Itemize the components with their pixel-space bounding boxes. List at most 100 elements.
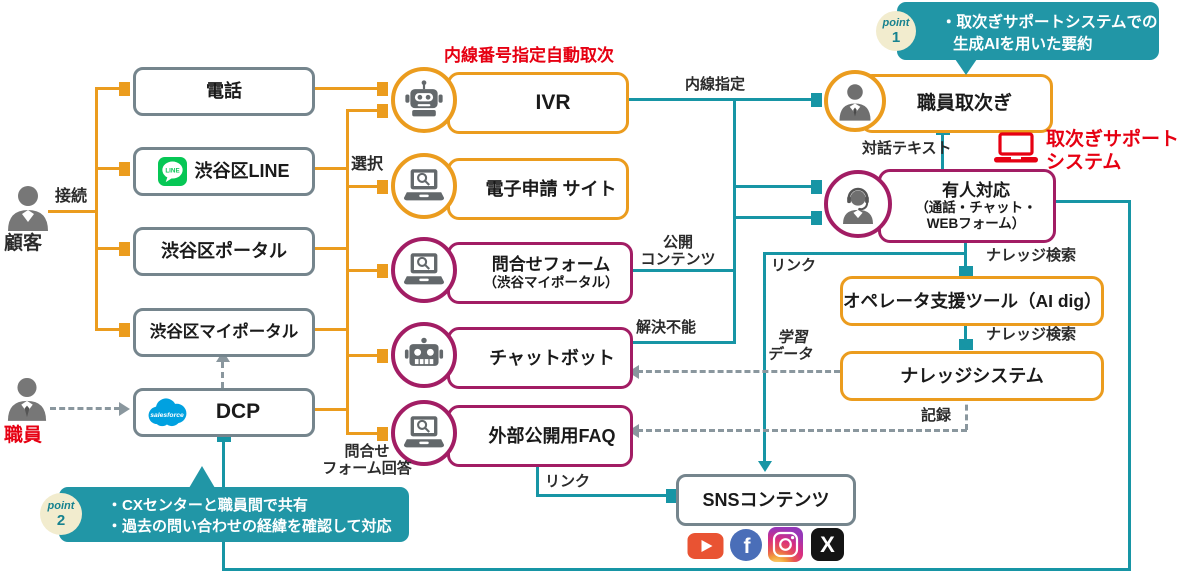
connector bbox=[95, 87, 98, 330]
point1-line2: 生成AIを用いた要約 bbox=[953, 36, 1093, 53]
arrowhead bbox=[811, 210, 822, 225]
chatbot-robot-icon bbox=[404, 337, 444, 366]
inquiry-form-reply-label: 問合せ フォーム回答 bbox=[322, 443, 412, 478]
node-manned-label1: 有人対応 bbox=[942, 180, 1010, 200]
node-operator-tool: オペレータ支援ツール（AI dig） bbox=[840, 276, 1104, 326]
extension-label: 内線指定 bbox=[685, 76, 746, 93]
arrowhead bbox=[811, 179, 822, 194]
connector bbox=[346, 109, 379, 112]
connector-public-contents bbox=[627, 269, 733, 272]
staff-transfer-circle bbox=[824, 70, 886, 132]
connector bbox=[733, 98, 736, 344]
svg-text:f: f bbox=[744, 535, 752, 558]
record-label: 記録 bbox=[921, 407, 952, 424]
arrowhead bbox=[377, 263, 388, 278]
laptop-search-icon bbox=[403, 169, 445, 201]
arrowhead bbox=[377, 179, 388, 194]
node-manned-support: 有人対応 （通話・チャット・ WEBフォーム） bbox=[878, 169, 1056, 243]
robot-icon bbox=[405, 80, 443, 117]
node-myportal: 渋谷区マイポータル bbox=[133, 308, 315, 357]
node-phone-label: 電話 bbox=[206, 81, 242, 102]
connector bbox=[309, 87, 379, 90]
customer-label: 顧客 bbox=[4, 233, 43, 254]
node-knowledge-system: ナレッジシステム bbox=[840, 351, 1104, 401]
arrowhead bbox=[666, 488, 677, 503]
point1-callout: ・取次ぎサポートシステムでの 生成AIを用いた要約 bbox=[897, 2, 1159, 60]
laptop-search-icon bbox=[403, 416, 445, 448]
connector bbox=[346, 185, 379, 188]
connector-staff-dcp bbox=[50, 407, 120, 410]
arrowhead bbox=[119, 241, 130, 256]
eshinsei-circle bbox=[391, 153, 457, 219]
node-eshinsei-label: 電子申請 サイト bbox=[485, 178, 617, 199]
arrowhead bbox=[119, 161, 130, 176]
svg-text:LINE: LINE bbox=[166, 167, 180, 174]
connector-faq-sns bbox=[536, 461, 539, 497]
node-myportal-label: 渋谷区マイポータル bbox=[149, 323, 299, 342]
arrowhead bbox=[628, 364, 639, 379]
connector bbox=[346, 109, 349, 435]
laptop-search-icon bbox=[403, 253, 445, 285]
support-system-label: 取次ぎサポート システム bbox=[1046, 129, 1180, 173]
connector bbox=[309, 167, 349, 170]
knowledge-search-label-2: ナレッジ検索 bbox=[986, 326, 1077, 343]
point2-pointer bbox=[189, 466, 215, 488]
point2-line2: ・過去の問い合わせの経緯を確認して対応 bbox=[107, 518, 392, 535]
youtube-icon bbox=[687, 533, 724, 559]
knowledge-search-label-1: ナレッジ検索 bbox=[986, 247, 1077, 264]
node-manned-label2: （通話・チャット・ bbox=[915, 200, 1037, 216]
node-faq-label: 外部公開用FAQ bbox=[488, 425, 616, 446]
staff-icon bbox=[7, 377, 47, 421]
point2-badge: point 2 bbox=[40, 493, 82, 535]
connector-unresolvable bbox=[627, 341, 733, 344]
connector bbox=[346, 354, 379, 357]
salesforce-icon: salesforce bbox=[148, 398, 187, 427]
arrowhead bbox=[119, 322, 130, 337]
businessman-icon bbox=[839, 84, 871, 121]
point2-callout: ・CXセンターと職員間で共有 ・過去の問い合わせの経緯を確認して対応 bbox=[59, 487, 409, 542]
manned-support-circle bbox=[824, 170, 892, 238]
link-label-1: リンク bbox=[771, 257, 817, 274]
node-phone: 電話 bbox=[133, 67, 315, 116]
connector bbox=[964, 320, 967, 341]
node-portal-label: 渋谷区ポータル bbox=[161, 241, 287, 262]
node-eshinsei: 電子申請 サイト bbox=[447, 158, 629, 220]
point1-line1: ・取次ぎサポートシステムでの bbox=[941, 14, 1158, 31]
connector bbox=[309, 408, 349, 411]
point2-line1: ・CXセンターと職員間で共有 bbox=[107, 497, 308, 514]
connector-loop bbox=[222, 568, 1131, 571]
node-chatbot-label: チャットボット bbox=[489, 347, 615, 368]
connector bbox=[95, 167, 120, 170]
point1-badge: point 1 bbox=[876, 11, 916, 51]
unresolvable-label: 解決不能 bbox=[636, 319, 697, 336]
node-ivr: IVR bbox=[447, 72, 629, 134]
dialog-text-label: 対話テキスト bbox=[862, 140, 952, 157]
connector-link-dashed bbox=[763, 252, 766, 462]
auto-transfer-label: 内線番号指定自動取次 bbox=[444, 46, 614, 65]
arrowhead bbox=[377, 426, 388, 441]
node-inquiry-form-label1: 問合せフォーム bbox=[491, 255, 611, 275]
node-line-label: 渋谷区LINE bbox=[194, 161, 290, 182]
node-portal: 渋谷区ポータル bbox=[133, 227, 315, 276]
arrowhead bbox=[119, 81, 130, 96]
node-faq: 外部公開用FAQ bbox=[447, 405, 633, 467]
point1-pointer bbox=[955, 59, 977, 75]
node-line: LINE 渋谷区LINE bbox=[133, 147, 315, 196]
line-app-icon: LINE bbox=[158, 157, 188, 186]
connector-dcp-myportal bbox=[221, 362, 224, 388]
connector bbox=[733, 185, 813, 188]
instagram-icon bbox=[768, 527, 803, 562]
connector bbox=[309, 247, 349, 250]
node-staff-transfer: 職員取次ぎ bbox=[860, 74, 1053, 133]
staff-label: 職員 bbox=[4, 425, 43, 446]
facebook-icon: f bbox=[730, 529, 762, 561]
node-manned-label3: WEBフォーム） bbox=[926, 215, 1026, 231]
connect-label: 接続 bbox=[55, 188, 88, 205]
node-knowledge-system-label: ナレッジシステム bbox=[900, 365, 1044, 386]
connector bbox=[346, 432, 379, 435]
arrowhead bbox=[958, 339, 973, 350]
connector-link-dashed bbox=[763, 252, 964, 255]
operator-headset-icon bbox=[843, 187, 873, 224]
node-dcp-label: DCP bbox=[215, 400, 261, 424]
learning-data-label: 学習 データ bbox=[766, 329, 815, 364]
